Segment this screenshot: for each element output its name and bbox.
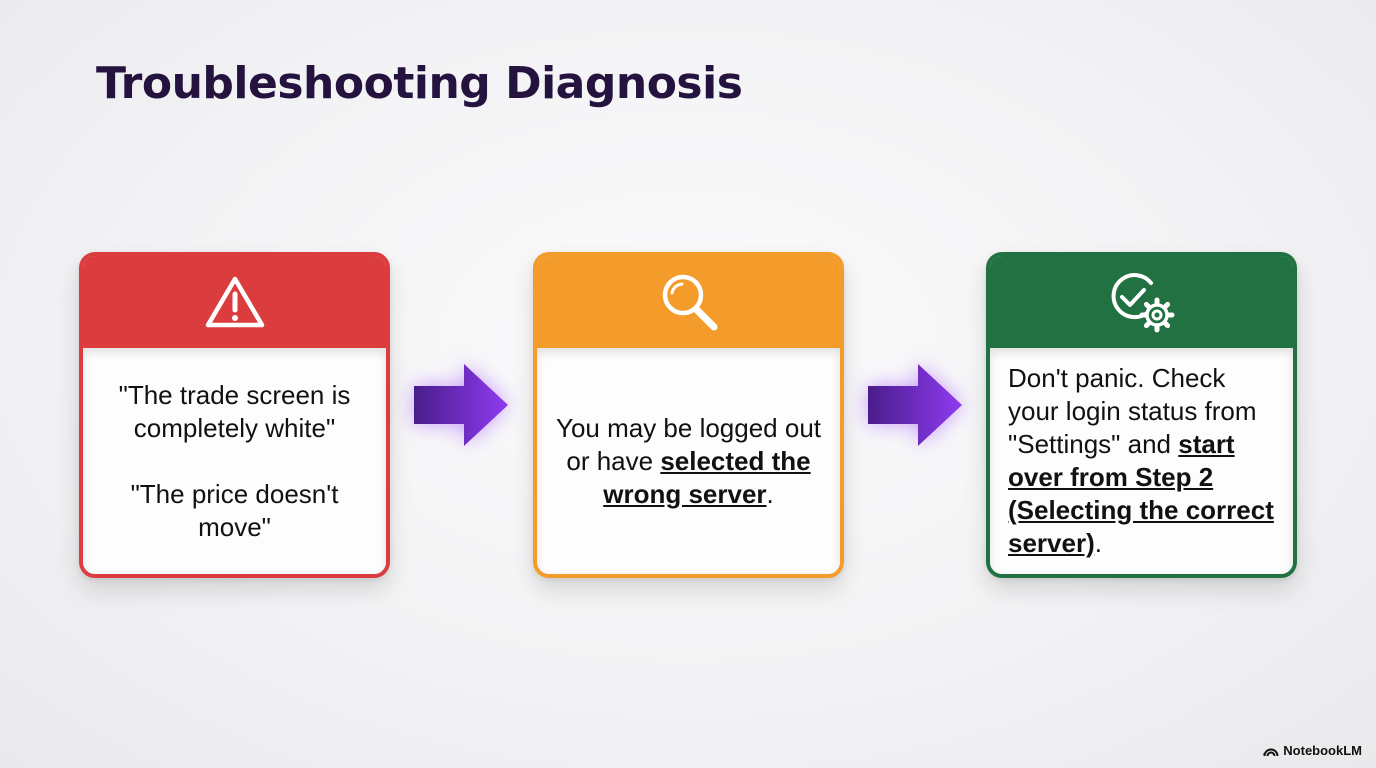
notebooklm-watermark: NotebookLM bbox=[1263, 743, 1362, 758]
arrow-right-icon bbox=[414, 364, 508, 446]
solution-emphasis: start over from Step 2 (Selecting the co… bbox=[1008, 429, 1274, 558]
solution-text: Don't panic. Check your login status fro… bbox=[1008, 363, 1274, 558]
card-solution-body: Don't panic. Check your login status fro… bbox=[990, 348, 1293, 574]
cause-emphasis: selected the wrong server bbox=[603, 445, 811, 509]
card-solution: Don't panic. Check your login status fro… bbox=[986, 252, 1297, 578]
card-solution-header bbox=[990, 256, 1293, 348]
page-title: Troubleshooting Diagnosis bbox=[96, 58, 743, 109]
symptom-quote-price: "The price doesn't move" bbox=[130, 478, 339, 542]
card-symptom: "The trade screen is completely white" "… bbox=[79, 252, 390, 578]
card-symptom-header bbox=[83, 256, 386, 348]
brand-label: NotebookLM bbox=[1283, 743, 1362, 758]
warning-icon bbox=[205, 276, 264, 328]
check-gear-icon bbox=[1111, 273, 1174, 333]
search-icon bbox=[662, 274, 717, 331]
card-cause: You may be logged out or have selected t… bbox=[533, 252, 844, 578]
arrow-right-icon bbox=[868, 364, 962, 446]
notebooklm-logo-icon bbox=[1263, 748, 1279, 756]
card-symptom-body: "The trade screen is completely white" "… bbox=[83, 348, 386, 574]
card-cause-header bbox=[537, 256, 840, 348]
symptom-quote-white-screen: "The trade screen is completely white" bbox=[118, 379, 351, 443]
cause-text: You may be logged out or have selected t… bbox=[555, 412, 822, 509]
card-cause-body: You may be logged out or have selected t… bbox=[537, 348, 840, 574]
